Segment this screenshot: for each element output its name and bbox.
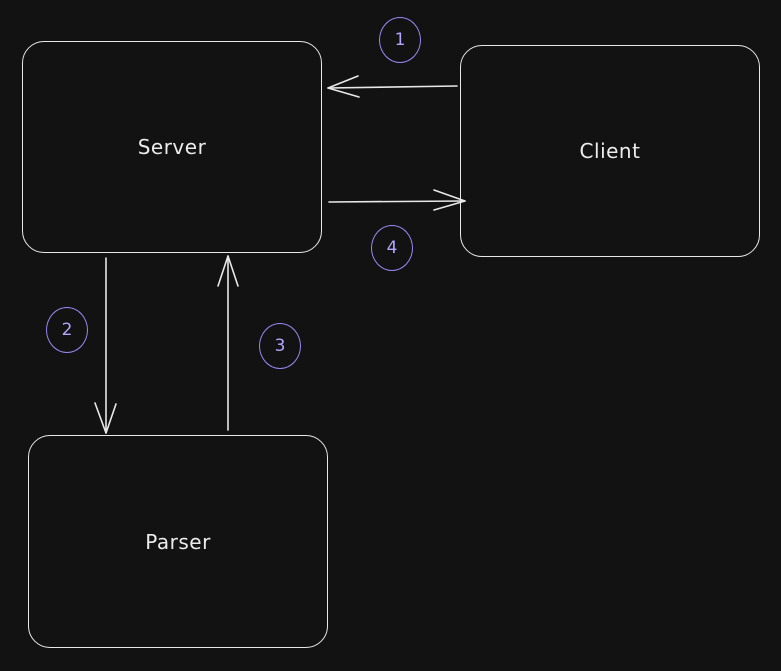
step-badge-1: 1 <box>379 17 421 63</box>
server-node: Server <box>22 41 322 253</box>
arrow-parser-to-server <box>217 255 239 431</box>
parser-label: Parser <box>145 529 211 554</box>
step-number: 4 <box>386 238 398 258</box>
step-badge-2: 2 <box>46 307 88 353</box>
step-badge-3: 3 <box>259 323 301 369</box>
arrow-client-to-server <box>327 75 458 98</box>
client-label: Client <box>579 139 641 163</box>
step-number: 3 <box>274 336 286 356</box>
server-label: Server <box>137 135 207 159</box>
arrow-server-to-client <box>328 189 466 211</box>
step-badge-4: 4 <box>371 225 413 271</box>
step-number: 1 <box>394 30 406 50</box>
parser-node: Parser <box>28 435 328 648</box>
step-number: 2 <box>61 320 73 340</box>
arrow-server-to-parser <box>94 257 117 434</box>
client-node: Client <box>460 45 760 257</box>
